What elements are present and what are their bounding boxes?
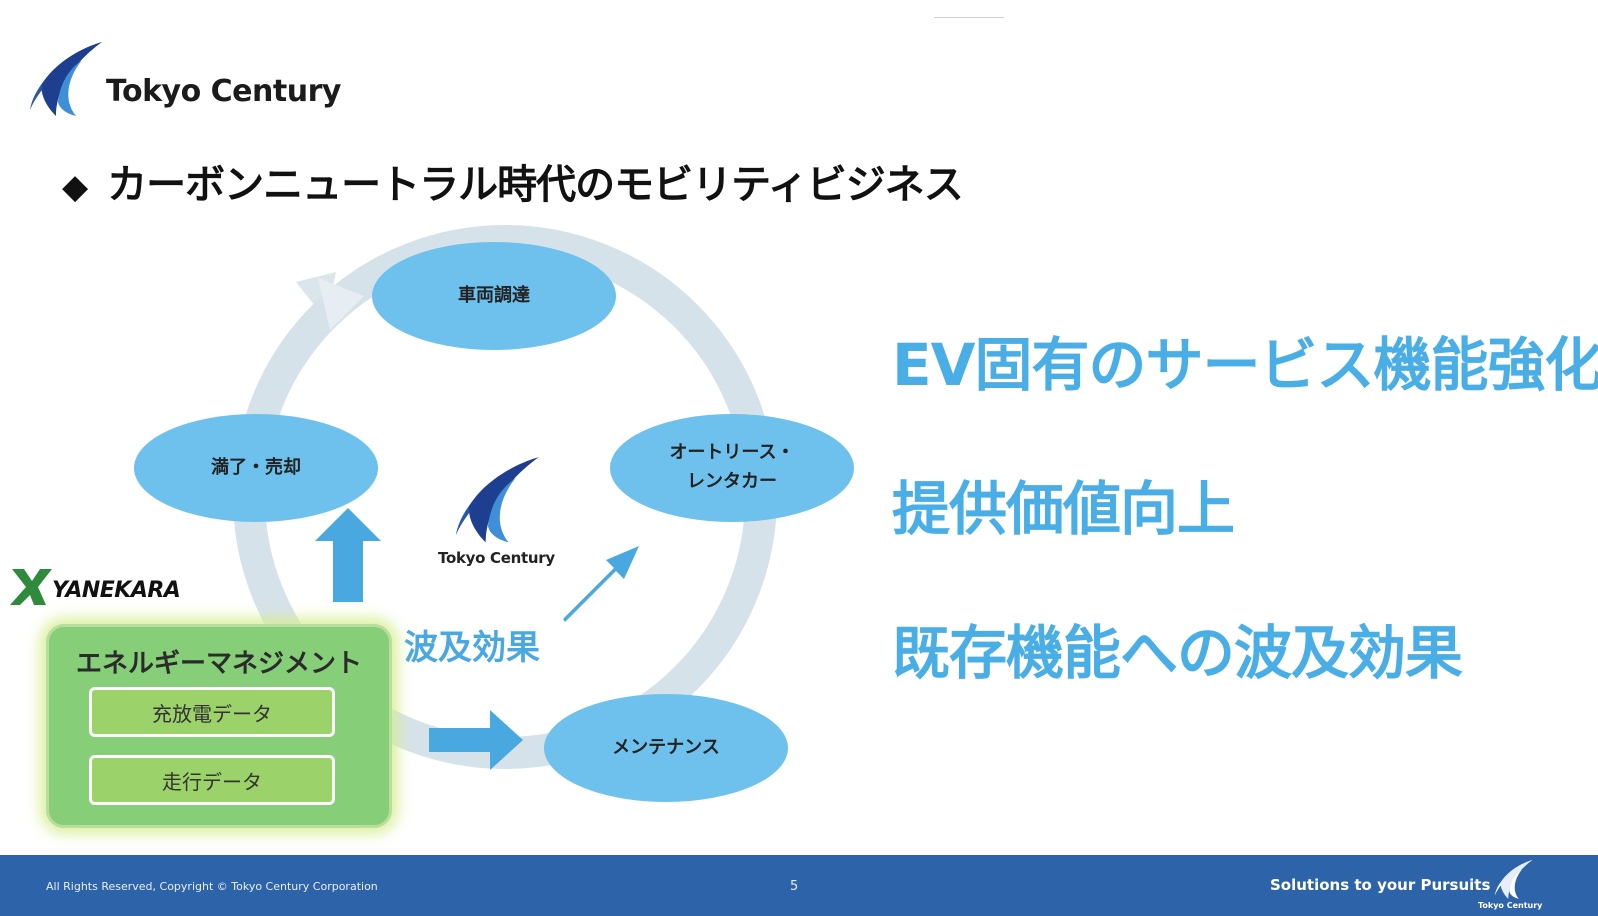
center-logo: Tokyo Century	[436, 455, 556, 567]
label-maintenance: メンテナンス	[612, 736, 720, 758]
top-divider	[934, 17, 1004, 18]
label-resale: 満了・売却	[211, 456, 301, 478]
title-text: カーボンニュートラル時代のモビリティビジネス	[107, 162, 964, 208]
footer-logo-text: Tokyo Century	[1478, 901, 1543, 910]
energy-item-charge-data: 充放電データ	[89, 687, 335, 737]
right-arrow	[429, 710, 523, 770]
diagonal-arrow	[563, 546, 639, 622]
footer: All Rights Reserved, Copyright © Tokyo C…	[0, 855, 1598, 916]
ellipse-lease-rental: オートリース・ レンタカー	[610, 414, 854, 522]
label-lease: オートリース・	[669, 442, 795, 464]
point-ev-service: EV固有のサービス機能強化	[892, 331, 1598, 399]
swoosh-icon	[1494, 860, 1533, 899]
up-arrow	[315, 508, 381, 602]
page-number: 5	[790, 879, 799, 894]
center-logo-text: Tokyo Century	[438, 549, 555, 567]
label-procurement: 車両調達	[458, 284, 530, 306]
ring-arrowhead-top	[318, 278, 364, 330]
yanekara-mark-icon	[10, 569, 52, 605]
brand-name: Tokyo Century	[106, 74, 341, 109]
energy-management-box: エネルギーマネジメント 充放電データ 走行データ	[46, 624, 392, 828]
tokyo-century-logo: Tokyo Century	[24, 40, 344, 120]
copyright-text: All Rights Reserved, Copyright © Tokyo C…	[46, 880, 378, 893]
swoosh-icon	[30, 42, 102, 116]
footer-slogan: Solutions to your Pursuits	[1270, 876, 1491, 894]
title-bullet: ◆	[62, 167, 88, 207]
footer-logo: Tokyo Century	[1478, 859, 1558, 913]
page-title: ◆ カーボンニュートラル時代のモビリティビジネス	[62, 152, 964, 210]
energy-item-driving-data: 走行データ	[89, 755, 335, 805]
ellipse-maintenance: メンテナンス	[544, 694, 788, 802]
ellipse-resale: 満了・売却	[134, 414, 378, 522]
ripple-effect-label: 波及効果	[404, 628, 540, 668]
yanekara-logo: YANEKARA	[10, 565, 200, 610]
yanekara-text: YANEKARA	[52, 578, 181, 603]
point-value-up: 提供価値向上	[892, 475, 1235, 543]
ellipse-procurement: 車両調達	[372, 242, 616, 350]
label-rental: レンタカー	[686, 471, 777, 492]
swoosh-icon	[455, 457, 539, 543]
point-ripple: 既存機能への波及効果	[892, 619, 1463, 687]
energy-management-title: エネルギーマネジメント	[75, 649, 362, 679]
